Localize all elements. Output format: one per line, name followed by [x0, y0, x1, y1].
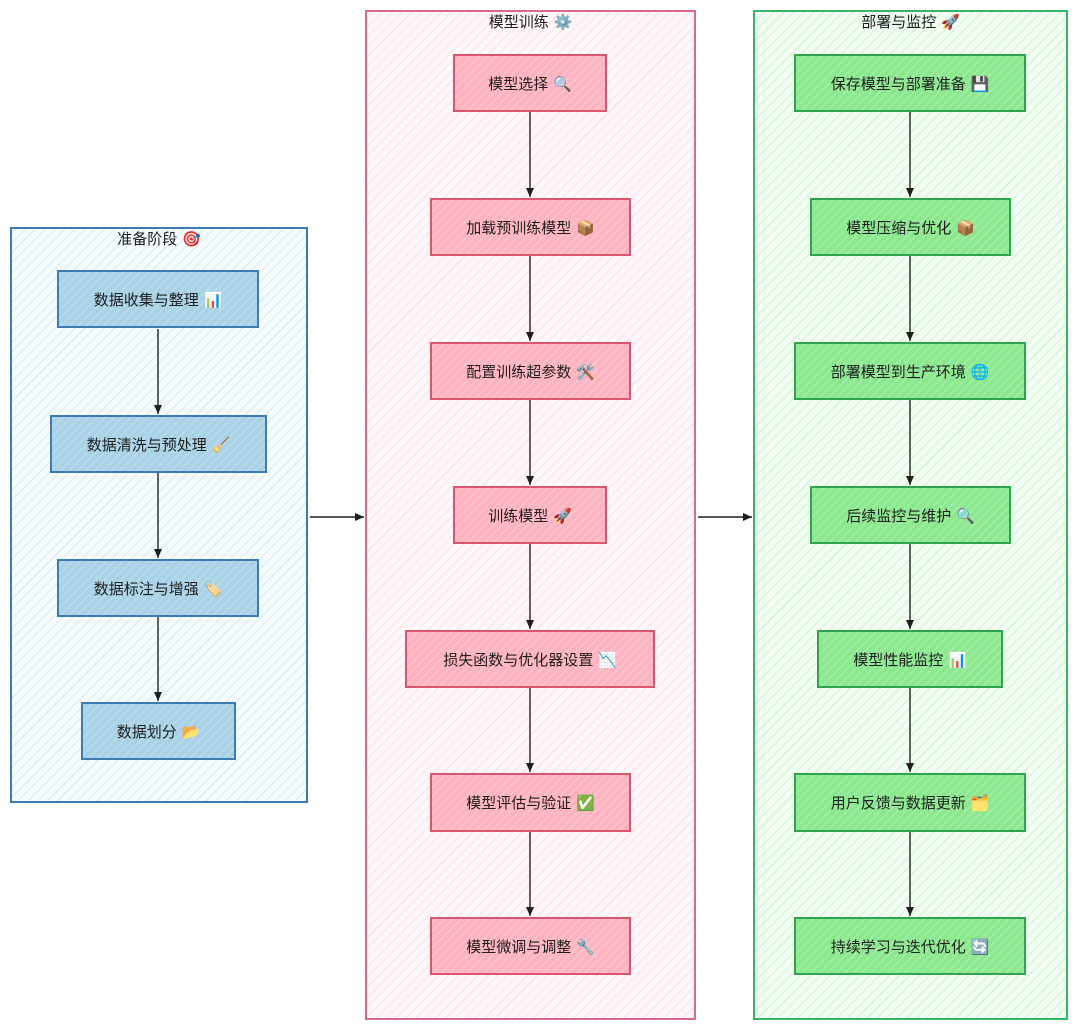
node-collect[interactable]: 数据收集与整理 📊 [57, 270, 259, 328]
node-config-hparams[interactable]: 配置训练超参数 🛠️ [430, 342, 631, 400]
node-monitor-maintain[interactable]: 后续监控与维护 🔍 [810, 486, 1011, 544]
group-prep-title: 准备阶段 🎯 [117, 230, 201, 248]
node-train-model[interactable]: 训练模型 🚀 [453, 486, 607, 544]
node-eval-validate[interactable]: 模型评估与验证 ✅ [430, 773, 631, 832]
node-load-pretrained[interactable]: 加载预训练模型 📦 [430, 198, 631, 256]
node-continuous-learning[interactable]: 持续学习与迭代优化 🔄 [794, 917, 1026, 975]
node-perf-monitor[interactable]: 模型性能监控 📊 [817, 630, 1003, 688]
node-save-deploy-prep[interactable]: 保存模型与部署准备 💾 [794, 54, 1026, 112]
node-label[interactable]: 数据标注与增强 🏷️ [57, 559, 259, 617]
node-deploy-prod[interactable]: 部署模型到生产环境 🌐 [794, 342, 1026, 400]
group-deploy-title: 部署与监控 🚀 [861, 13, 960, 31]
node-select-model[interactable]: 模型选择 🔍 [453, 54, 607, 112]
node-compress-optimize[interactable]: 模型压缩与优化 📦 [810, 198, 1011, 256]
node-loss-optimizer[interactable]: 损失函数与优化器设置 📉 [405, 630, 655, 688]
node-clean[interactable]: 数据清洗与预处理 🧹 [50, 415, 267, 473]
node-split[interactable]: 数据划分 📂 [81, 702, 236, 760]
node-feedback-update[interactable]: 用户反馈与数据更新 🗂️ [794, 773, 1026, 832]
group-train-title: 模型训练 ⚙️ [488, 13, 573, 31]
node-finetune[interactable]: 模型微调与调整 🔧 [430, 917, 631, 975]
